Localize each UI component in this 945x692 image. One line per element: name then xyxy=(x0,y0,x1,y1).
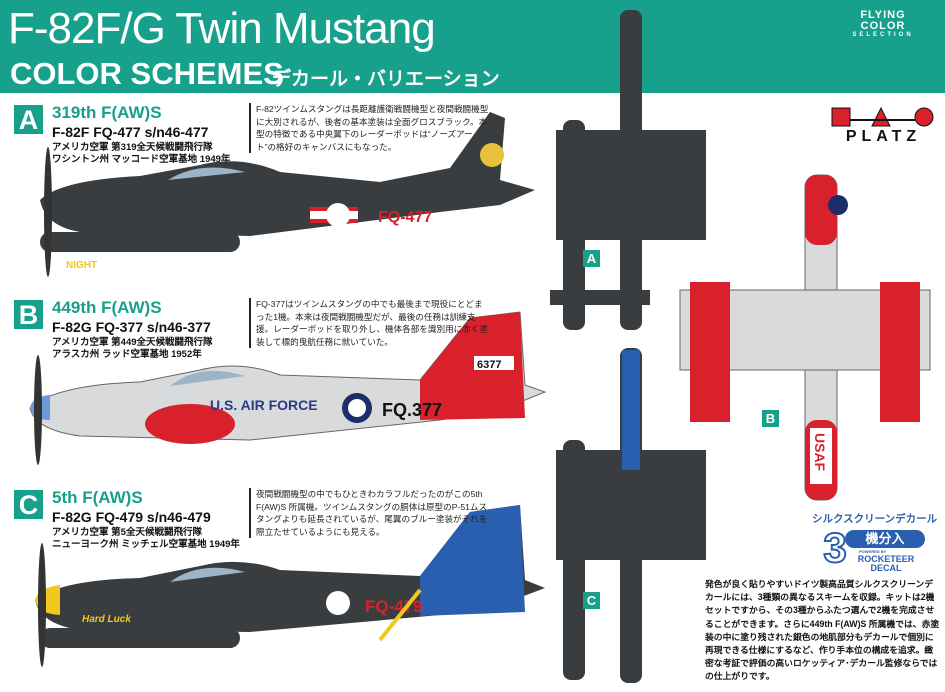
topview-label-b: B xyxy=(762,410,779,427)
profile-b: 6377 U.S. AIR FORCE FQ.377 xyxy=(29,311,547,465)
product-info-text: 発色が良く貼りやすいドイツ製高品質シルクスクリーンデカールには、3種類の異なるス… xyxy=(705,579,940,682)
page-subtitle-jp: デカール・バリエーション xyxy=(272,69,500,90)
scheme-unit: 5th F(AW)S xyxy=(52,488,143,507)
topview-label-a: A xyxy=(583,250,600,267)
scheme-unit: 319th F(AW)S xyxy=(52,103,162,122)
scheme-base-jp: アラスカ州 ラッド空軍基地 1952年 xyxy=(52,349,202,360)
rocketeer-decal-logo: ROCKETEER DECAL xyxy=(857,554,915,573)
scheme-description: F-82ツインムスタングは長距離護衛戦闘機型と夜間戦闘機型に大別されるが、後者の… xyxy=(249,103,489,153)
profile-a: FQ-477 NIGHT xyxy=(40,112,535,277)
logo-line: FLYING xyxy=(860,9,906,21)
platz-logo-shapes xyxy=(831,106,934,127)
flying-color-logo: FLYING COLOR SELECTION xyxy=(828,9,938,39)
decal-powered-by: POWERED BY xyxy=(859,549,887,554)
topview-c xyxy=(556,348,706,683)
scheme-letter: C xyxy=(14,490,43,520)
svg-text:6377: 6377 xyxy=(477,359,501,371)
decal-badge: 3 機分入 POWERED BY ROCKETEER DECAL xyxy=(815,523,940,573)
scheme-serial: F-82F FQ-477 s/n46-477 xyxy=(52,124,209,140)
page-title: F-82F/G Twin Mustang xyxy=(8,4,436,53)
svg-text:Hard Luck: Hard Luck xyxy=(82,614,131,625)
scheme-unit-jp: アメリカ空軍 第5全天候戦闘飛行隊 xyxy=(52,527,202,538)
marking-night: NIGHT xyxy=(66,260,97,271)
platz-wordmark: PLATZ xyxy=(845,128,922,145)
scheme-unit: 449th F(AW)S xyxy=(52,298,162,317)
platz-logo: PLATZ xyxy=(826,103,941,146)
svg-text:U.S. AIR FORCE: U.S. AIR FORCE xyxy=(210,397,318,413)
profile-c: FQ-479 Hard Luck xyxy=(35,505,545,667)
logo-line: SELECTION xyxy=(852,32,914,38)
marking-fq477: FQ-477 xyxy=(378,209,432,226)
scheme-unit-jp: アメリカ空軍 第449全天候戦闘飛行隊 xyxy=(52,337,213,348)
page-subtitle: COLOR SCHEMES xyxy=(10,56,284,91)
logo-line: COLOR xyxy=(860,20,906,32)
decal-label: シルクスクリーンデカール xyxy=(812,513,938,525)
scheme-base-jp: ニューヨーク州 ミッチェル空軍基地 1949年 xyxy=(52,539,240,550)
scheme-serial: F-82G FQ-377 s/n46-377 xyxy=(52,319,211,335)
scheme-description: 夜間戦闘機型の中でもひときわカラフルだったのがこの5th F(AW)S 所属機。… xyxy=(249,488,489,538)
scheme-description: FQ-377はツインムスタングの中でも最後まで現役にとどまった1機。本来は夜間戦… xyxy=(249,298,489,348)
decal-count: 3 xyxy=(822,523,847,572)
scheme-base-jp: ワシントン州 マッコード空軍基地 1949年 xyxy=(52,154,231,165)
topview-b: USAF xyxy=(679,174,931,501)
topview-label-c: C xyxy=(583,592,600,609)
scheme-letter: A xyxy=(14,105,43,135)
decal-count-text: 機分入 xyxy=(845,530,925,548)
topview-a xyxy=(550,10,706,330)
scheme-unit-jp: アメリカ空軍 第319全天候戦闘飛行隊 xyxy=(52,142,213,153)
scheme-serial: F-82G FQ-479 s/n46-479 xyxy=(52,509,211,525)
marking-usaf: USAF xyxy=(812,433,828,472)
header-band: F-82F/G Twin Mustang COLOR SCHEMES デカール・… xyxy=(0,0,945,93)
svg-text:FQ.377: FQ.377 xyxy=(382,400,442,420)
scheme-letter: B xyxy=(14,300,43,330)
